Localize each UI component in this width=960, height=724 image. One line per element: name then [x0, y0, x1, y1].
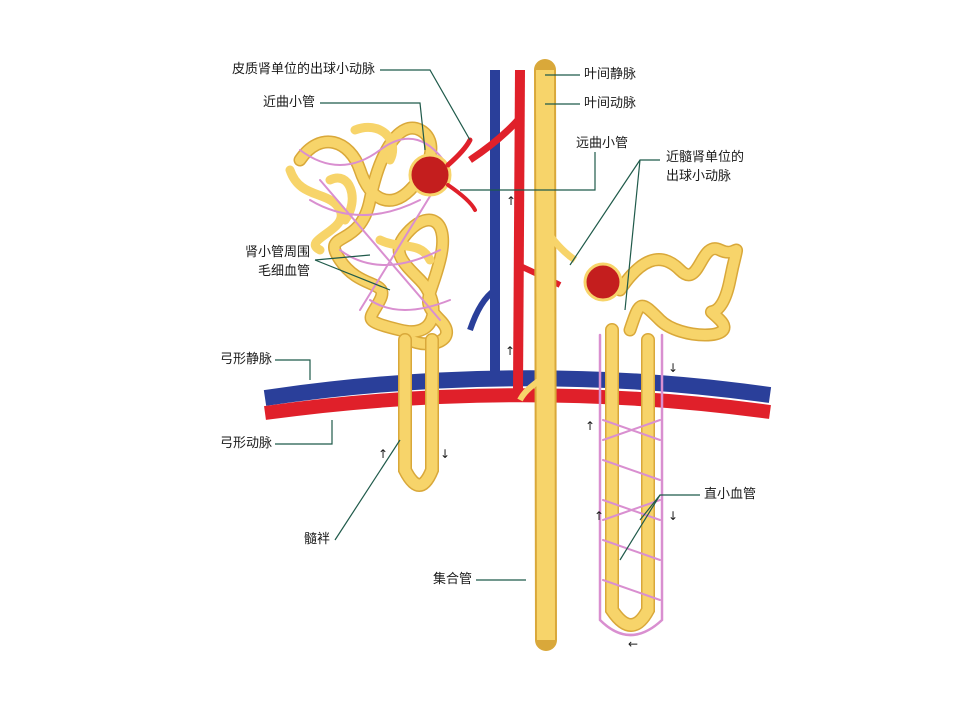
juxtamedullary-nephron — [583, 242, 743, 637]
svg-text:←: ← — [628, 637, 638, 651]
svg-text:↑: ↑ — [585, 419, 595, 433]
svg-text:↑: ↑ — [378, 447, 388, 461]
label-interlobular-vein: 叶间静脉 — [584, 67, 637, 82]
svg-text:↓: ↓ — [668, 361, 678, 375]
svg-text:↓: ↓ — [668, 509, 678, 523]
label-loop-of-henle: 髓袢 — [303, 532, 330, 547]
cortical-glomerulus — [408, 153, 452, 197]
label-collecting-duct: 集合管 — [432, 572, 472, 587]
svg-text:↑: ↑ — [594, 509, 604, 523]
label-peritubular-line1: 肾小管周围 — [244, 245, 310, 260]
leader-lines — [275, 69, 700, 581]
cortical-nephron — [285, 121, 477, 492]
label-cortical-efferent-arteriole: 皮质肾单位的出球小动脉 — [231, 62, 375, 77]
label-arcuate-vein: 弓形静脉 — [219, 352, 272, 367]
interlobular-artery — [513, 69, 525, 391]
interlobular-vessels — [467, 69, 562, 391]
flow-arrows: ↑ ↓ ↑ ↑ ↑ ↑ ↓ ↓ ← — [378, 194, 678, 651]
arcuate-artery — [264, 388, 771, 420]
svg-text:↑: ↑ — [506, 194, 516, 208]
collecting-duct-shape — [517, 59, 577, 651]
label-interlobular-artery: 叶间动脉 — [584, 96, 637, 111]
label-vasa-recta: 直小血管 — [704, 487, 757, 502]
label-juxtamedullary-line1: 近髓肾单位的 — [666, 150, 745, 165]
label-proximal-tubule: 近曲小管 — [262, 95, 315, 110]
svg-text:↑: ↑ — [505, 344, 515, 358]
label-peritubular-line2: 毛细血管 — [257, 264, 310, 279]
svg-text:↓: ↓ — [440, 447, 450, 461]
label-distal-tubule: 远曲小管 — [576, 136, 629, 151]
label-arcuate-artery: 弓形动脉 — [219, 436, 272, 451]
label-juxtamedullary-line2: 出球小动脉 — [666, 169, 732, 184]
juxtamedullary-glomerulus — [583, 262, 623, 302]
